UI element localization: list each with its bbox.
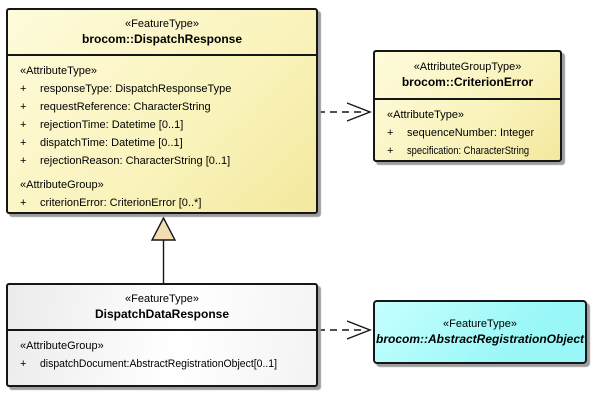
attribute-row[interactable]: + specification: CharacterString: [387, 142, 556, 160]
attribute-text: dispatchTime: Datetime [0..1]: [40, 137, 183, 149]
stereotype-label: «FeatureType»: [125, 293, 199, 305]
stereotype-label: «FeatureType»: [125, 18, 199, 30]
attributes-compartment: «AttributeType» + responseType: Dispatch…: [8, 56, 316, 212]
attribute-text: sequenceNumber: Integer: [407, 127, 535, 139]
open-arrowhead-icon: [346, 102, 372, 122]
attribute-text: rejectionTime: Datetime [0..1]: [40, 119, 184, 131]
generalization-arrow-dispatchdataresponse-dispatchresponse[interactable]: [150, 216, 177, 283]
hollow-triangle-icon: [150, 216, 177, 241]
attribute-row[interactable]: + rejectionReason: CharacterString [0..1…: [20, 152, 312, 170]
visibility-symbol: +: [20, 155, 27, 167]
attribute-row[interactable]: + rejectionTime: Datetime [0..1]: [20, 116, 312, 134]
attribute-row[interactable]: + dispatchTime: Datetime [0..1]: [20, 134, 312, 152]
section-header: «AttributeType»: [387, 109, 465, 121]
attribute-row[interactable]: + requestReference: CharacterString: [20, 98, 312, 116]
section-header: «AttributeType»: [20, 65, 98, 77]
visibility-symbol: +: [387, 145, 394, 157]
class-name: brocom::DispatchResponse: [81, 32, 243, 46]
class-box-dispatch-response[interactable]: «FeatureType» brocom::DispatchResponse «…: [6, 8, 318, 214]
section-header: «AttributeGroup»: [20, 340, 104, 352]
attribute-row[interactable]: + sequenceNumber: Integer: [387, 124, 556, 142]
visibility-symbol: +: [20, 358, 27, 370]
stereotype-label: «AttributeGroupType»: [413, 61, 522, 73]
class-box-dispatch-data-response[interactable]: «FeatureType» DispatchDataResponse «Attr…: [6, 283, 318, 387]
visibility-symbol: +: [20, 83, 27, 95]
attributes-compartment: «AttributeGroup» + dispatchDocument:Abst…: [8, 331, 316, 373]
class-name: brocom::CriterionError: [401, 75, 534, 89]
dependency-arrow-dispatchresponse-criterionerror[interactable]: [318, 102, 372, 122]
class-box-criterion-error[interactable]: «AttributeGroupType» brocom::CriterionEr…: [373, 50, 562, 162]
attribute-text: specification: CharacterString: [407, 145, 530, 157]
section-header: «AttributeGroup»: [20, 179, 104, 191]
attributes-compartment: «AttributeType» + sequenceNumber: Intege…: [375, 100, 560, 160]
attribute-text: dispatchDocument:AbstractRegistrationObj…: [40, 358, 277, 370]
visibility-symbol: +: [20, 101, 27, 113]
attribute-text: rejectionReason: CharacterString [0..1]: [40, 155, 231, 167]
stereotype-label: «FeatureType»: [443, 318, 517, 330]
attribute-row[interactable]: + responseType: DispatchResponseType: [20, 80, 312, 98]
visibility-symbol: +: [387, 127, 394, 139]
class-name: DispatchDataResponse: [94, 307, 230, 321]
attribute-row[interactable]: + dispatchDocument:AbstractRegistrationO…: [20, 355, 312, 373]
visibility-symbol: +: [20, 137, 27, 149]
attribute-text: criterionError: CriterionError [0..*]: [40, 197, 202, 209]
class-title-compartment: «FeatureType» DispatchDataResponse: [8, 285, 316, 331]
class-name: brocom::AbstractRegistrationObject: [375, 332, 585, 346]
class-title-compartment: «FeatureType» brocom::AbstractRegistrati…: [375, 302, 585, 362]
attribute-text: responseType: DispatchResponseType: [40, 83, 232, 95]
visibility-symbol: +: [20, 119, 27, 131]
visibility-symbol: +: [20, 197, 27, 209]
dependency-arrow-dispatchdataresponse-abstractregistrationobject[interactable]: [318, 320, 372, 340]
attribute-text: requestReference: CharacterString: [40, 101, 211, 113]
class-box-abstract-registration-object[interactable]: «FeatureType» brocom::AbstractRegistrati…: [373, 300, 587, 364]
open-arrowhead-icon: [346, 320, 372, 340]
class-title-compartment: «FeatureType» brocom::DispatchResponse: [8, 10, 316, 56]
class-title-compartment: «AttributeGroupType» brocom::CriterionEr…: [375, 52, 560, 100]
attribute-row[interactable]: + criterionError: CriterionError [0..*]: [20, 194, 312, 212]
